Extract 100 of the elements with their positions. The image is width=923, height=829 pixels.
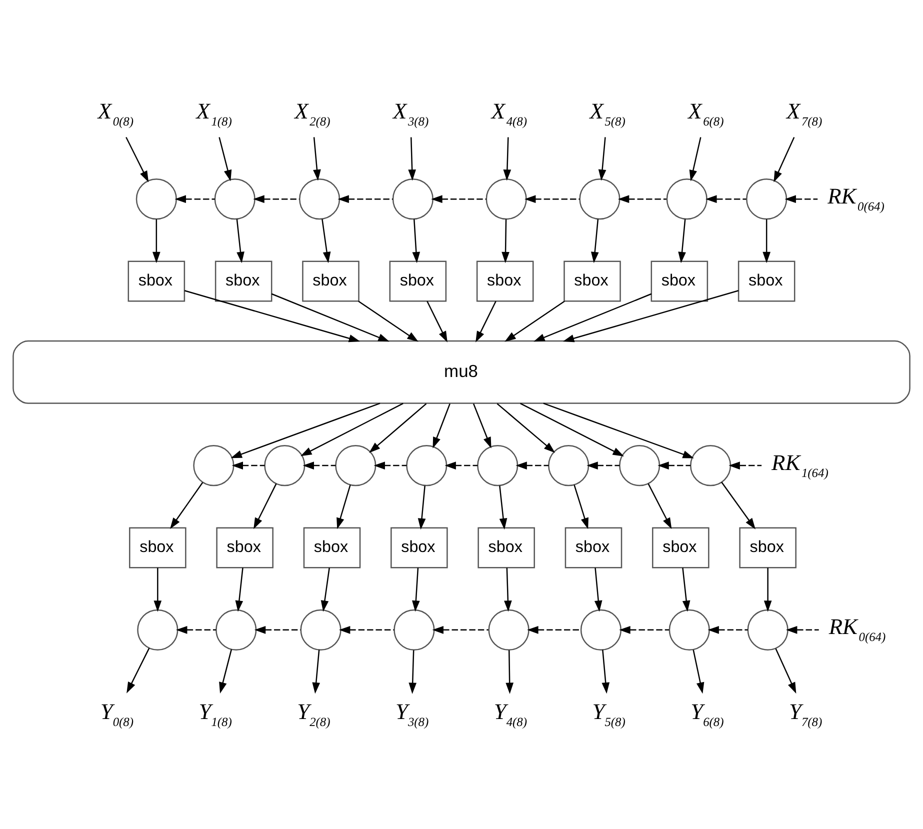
node-box: sbox [564, 527, 622, 568]
node-box: sbox [650, 260, 708, 302]
node-circle [747, 609, 788, 650]
arrow [504, 568, 512, 612]
arrow [300, 402, 404, 456]
node-box: mu8 [12, 340, 910, 404]
node-box: sbox [738, 260, 796, 302]
node-circle [488, 609, 530, 650]
arrow [235, 568, 244, 612]
arrow [786, 626, 819, 634]
arrow [444, 462, 478, 470]
node-box: sbox [128, 260, 186, 302]
node-box: sbox [214, 260, 272, 302]
arrow [432, 626, 488, 634]
arrow [369, 403, 427, 453]
node-circle [299, 178, 340, 220]
arrow [728, 462, 762, 470]
node-text: Y$_{2(8)}$ [297, 698, 330, 729]
arrow [312, 650, 320, 694]
arrow [338, 626, 394, 634]
arrow [598, 137, 606, 181]
arrow [762, 219, 771, 264]
node-box: sbox [739, 527, 796, 568]
node-text: Y$_{1(8)}$ [198, 698, 232, 729]
node-text: X$_{3(8)}$ [393, 98, 429, 129]
arrow [432, 403, 450, 448]
arrow [689, 137, 702, 182]
arrow [499, 486, 508, 530]
arrow [472, 403, 492, 448]
arrow [574, 484, 588, 530]
arrow [184, 290, 360, 342]
arrow [502, 219, 510, 264]
node-box: sbox [652, 527, 710, 568]
arrow [302, 462, 336, 470]
arrow [412, 219, 420, 264]
node-text: X$_{0(8)}$ [98, 98, 134, 129]
arrow [619, 626, 670, 634]
arrow [170, 482, 204, 529]
node-text: Y$_{4(8)}$ [494, 698, 528, 729]
node-box: sbox [478, 527, 535, 568]
node-box: sbox [303, 527, 361, 568]
arrow [218, 137, 232, 182]
node-circle [394, 609, 435, 650]
node-circle [619, 445, 660, 486]
node-circle [486, 178, 527, 220]
arrow [418, 486, 426, 530]
arrow [232, 462, 265, 470]
arrow [618, 195, 666, 203]
arrow [152, 219, 160, 264]
arrow [586, 462, 620, 470]
arrow [543, 402, 694, 458]
node-text: X$_{5(8)}$ [590, 98, 626, 129]
arrow [254, 626, 301, 634]
node-text: RK$_{0(64)}$ [828, 183, 884, 214]
node-text: X$_{4(8)}$ [491, 98, 528, 129]
node-circle [136, 178, 177, 220]
node-text: Y$_{0(8)}$ [100, 698, 134, 729]
arrow [602, 650, 610, 694]
arrow [706, 195, 746, 203]
node-box: sbox [129, 527, 186, 568]
arrow [320, 568, 330, 612]
node-circle [548, 445, 590, 486]
node-text: X$_{2(8)}$ [294, 98, 330, 129]
arrow [590, 219, 599, 264]
arrow [692, 650, 704, 694]
arrow [682, 568, 690, 612]
node-box: sbox [302, 260, 360, 302]
node-circle [666, 178, 708, 220]
arrow [496, 403, 556, 453]
node-circle [392, 178, 434, 220]
arrow [174, 195, 215, 203]
arrow [520, 402, 624, 456]
arrow [408, 650, 417, 694]
arrow [412, 568, 420, 612]
node-circle [335, 445, 376, 486]
node-text: X$_{1(8)}$ [196, 98, 232, 129]
arrow [126, 136, 149, 182]
arrow [176, 626, 216, 634]
node-box: sbox [564, 260, 621, 302]
node-text: Y$_{6(8)}$ [690, 698, 724, 729]
arrow [230, 402, 380, 458]
arrow [764, 568, 772, 612]
arrow [594, 568, 602, 612]
node-circle [579, 178, 620, 220]
arrow [527, 626, 581, 634]
arrow [358, 300, 418, 342]
node-circle [214, 178, 256, 220]
arrow [708, 626, 748, 634]
node-circle [216, 609, 257, 650]
node-circle [406, 445, 448, 486]
node-circle [580, 609, 622, 650]
node-text: Y$_{3(8)}$ [396, 698, 429, 729]
arrow [408, 137, 416, 181]
arrow [503, 137, 512, 181]
arrow [658, 462, 691, 470]
node-box: sbox [216, 527, 274, 568]
node-text: X$_{7(8)}$ [786, 98, 822, 129]
arrow [253, 195, 300, 203]
node-circle [477, 445, 518, 486]
node-text: X$_{6(8)}$ [688, 98, 724, 129]
